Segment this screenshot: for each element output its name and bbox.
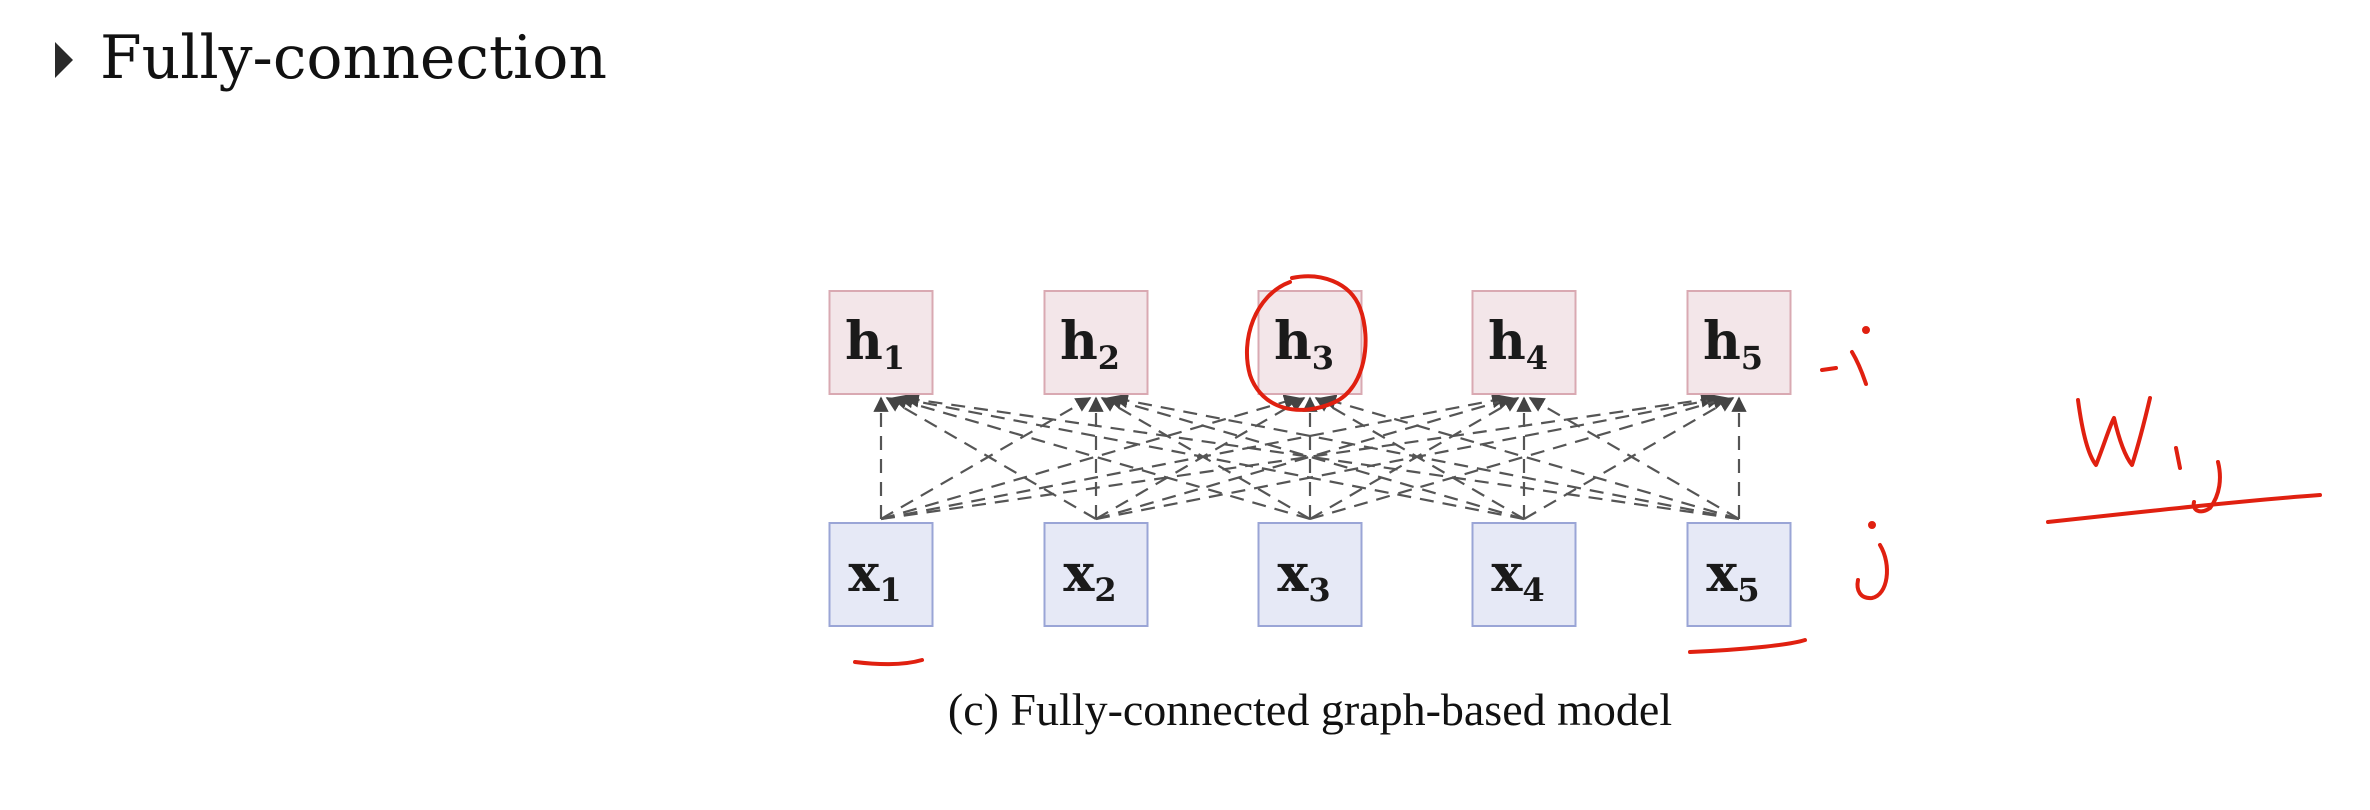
input-node-label: x4: [1491, 543, 1544, 609]
input-node-label: x2: [1063, 543, 1116, 609]
edge-x5-h2: [1112, 393, 1740, 521]
handwritten-row-label-i: [1820, 350, 1868, 386]
handwritten-weight-underline: [2046, 493, 2322, 524]
edge-x4-h5: [1523, 397, 1735, 520]
hidden-node-3: h3: [1257, 290, 1363, 395]
handwritten-annotations: [853, 274, 2322, 667]
edge-x2-h1: [885, 397, 1097, 520]
hidden-node-box: [1043, 290, 1149, 395]
bullet-triangle-icon: [55, 42, 73, 78]
input-node-4: x4: [1471, 522, 1577, 627]
hidden-node-label: h5: [1703, 311, 1763, 377]
edge-x1-h5: [880, 392, 1717, 521]
handwritten-row-label-j: [1855, 543, 1889, 601]
input-node-row: x1 x2 x3 x4 x5: [828, 522, 1792, 627]
handwritten-underline-x5: [1688, 638, 1807, 654]
edge-x4-h3: [1314, 397, 1525, 520]
edge-x2-h3: [1095, 397, 1306, 520]
hidden-node-1: h1: [828, 290, 934, 395]
handwritten-weight-sub-i: [2174, 446, 2182, 470]
edge-x2-h4: [1095, 394, 1514, 521]
edge-x2-h5: [1095, 393, 1723, 521]
input-node-box: [828, 522, 934, 627]
input-node-box: [1471, 522, 1577, 627]
input-node-1: x1: [828, 522, 934, 627]
bullet-title: Fully-connection: [100, 23, 607, 93]
hidden-node-5: h5: [1686, 290, 1792, 395]
edge-x5-h4: [1528, 397, 1740, 520]
edge-x1-h3: [880, 394, 1300, 521]
handwritten-i-dot: [1862, 326, 1870, 334]
handwritten-underline-x1: [853, 658, 924, 667]
figure-caption: (c) Fully-connected graph-based model: [948, 684, 1672, 735]
hidden-node-label: h1: [845, 311, 905, 377]
input-node-2: x2: [1043, 522, 1149, 627]
input-node-3: x3: [1257, 522, 1363, 627]
input-node-box: [1043, 522, 1149, 627]
edge-group: [873, 392, 1747, 521]
hidden-node-label: h3: [1274, 311, 1334, 377]
handwritten-j-dot: [1868, 521, 1876, 529]
edge-x1-h4: [880, 393, 1508, 521]
hidden-node-4: h4: [1471, 290, 1577, 395]
handwritten-weight-w: [2076, 396, 2152, 467]
hidden-node-label: h4: [1488, 311, 1548, 377]
input-node-label: x5: [1706, 543, 1759, 609]
hidden-node-box: [1686, 290, 1792, 395]
edge-x5-h1: [903, 392, 1740, 521]
input-node-box: [1686, 522, 1792, 627]
hidden-node-box: [1257, 290, 1363, 395]
edge-x3-h4: [1309, 397, 1520, 520]
input-node-5: x5: [1686, 522, 1792, 627]
hidden-node-box: [828, 290, 934, 395]
hidden-node-box: [1471, 290, 1577, 395]
input-node-label: x3: [1277, 543, 1330, 609]
input-node-box: [1257, 522, 1363, 627]
handwritten-circle-h3: [1245, 274, 1368, 412]
input-node-label: x1: [848, 543, 901, 609]
edge-x3-h1: [891, 394, 1311, 521]
hidden-node-row: h1 h2 h3 h4 h5: [828, 290, 1792, 395]
hidden-node-label: h2: [1060, 311, 1120, 377]
edge-x4-h1: [897, 393, 1525, 521]
edge-x3-h5: [1309, 394, 1729, 521]
edge-x5-h3: [1320, 394, 1740, 521]
edge-x1-h2: [880, 397, 1092, 520]
hidden-node-2: h2: [1043, 290, 1149, 395]
